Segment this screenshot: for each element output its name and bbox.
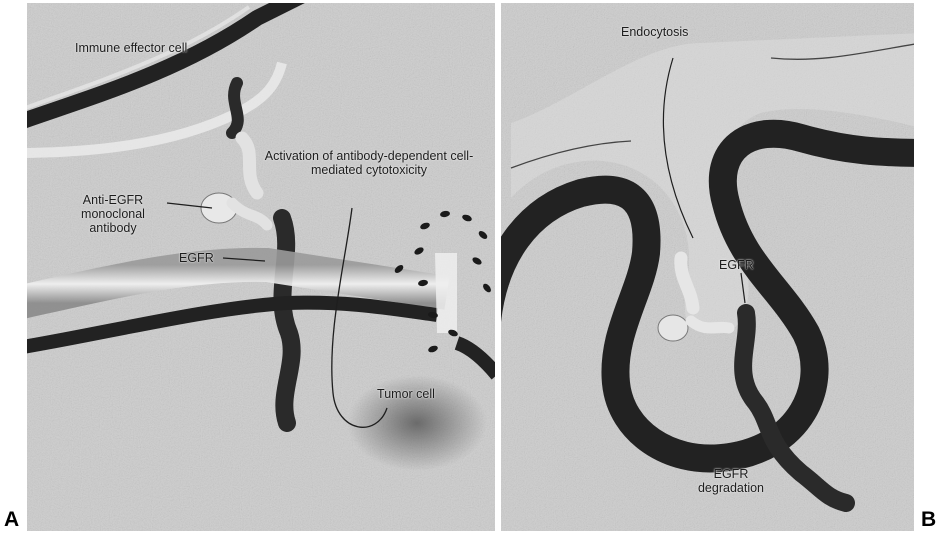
immune-cell-label: Immune effector cell xyxy=(75,41,187,55)
panel-b-illustration xyxy=(501,3,914,531)
egfr-receptor xyxy=(282,218,292,423)
panel-a-letter: A xyxy=(4,508,19,532)
adcc-label: Activation of antibody-dependent cell-me… xyxy=(259,149,479,177)
fc-receptor xyxy=(232,83,238,133)
egfr-label-a: EGFR xyxy=(179,251,214,265)
endocytosis-label: Endocytosis xyxy=(621,25,688,39)
panel-b-letter: B xyxy=(921,508,936,532)
pore-channel xyxy=(435,253,457,333)
degradation-label: EGFR degradation xyxy=(686,467,776,495)
egfr-label-b: EGFR xyxy=(719,258,754,272)
tumor-cell-label: Tumor cell xyxy=(361,387,451,401)
antibody-label: Anti-EGFR monoclonal antibody xyxy=(63,193,163,235)
panel-a: Immune effector cell Anti-EGFR monoclona… xyxy=(27,3,495,531)
panel-a-illustration xyxy=(27,3,495,531)
panel-b: Endocytosis EGFR EGFR degradation xyxy=(501,3,914,531)
